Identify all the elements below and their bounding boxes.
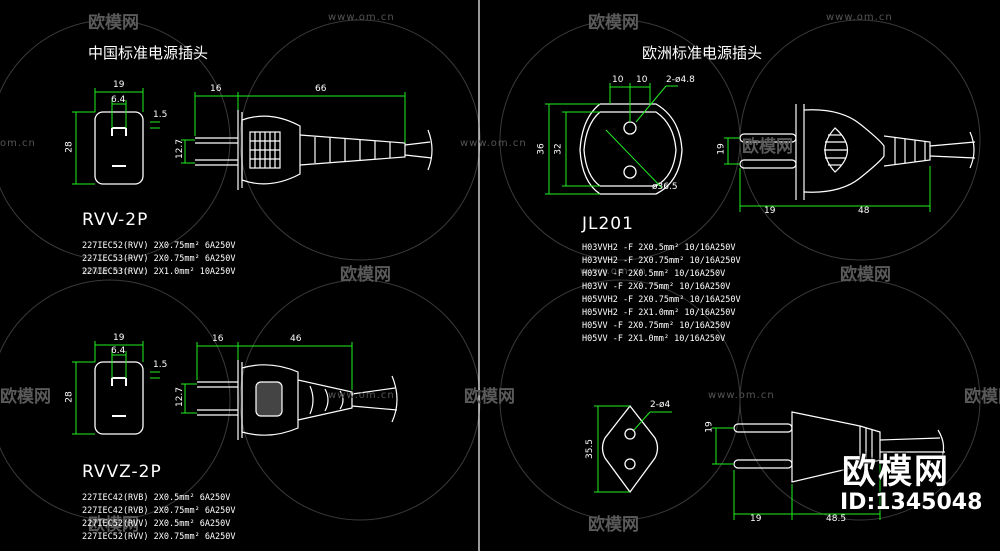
eu-plug1-spec-line: H05VVH2 -F 2X0.75mm² 10/16A250V	[582, 295, 741, 305]
watermark-logo: 欧模网	[742, 137, 793, 157]
eu-plug1-spec-line: H05VVH2 -F 2X1.0mm² 10/16A250V	[582, 308, 736, 318]
watermark-logo: 欧模网	[88, 13, 139, 33]
cn-plug2-front-view	[94, 361, 144, 435]
dim-label: 35.5	[585, 438, 596, 460]
watermark-logo: 欧模网	[840, 265, 891, 285]
dim-label: 6.4	[111, 346, 126, 356]
watermark-logo: 欧模网	[588, 13, 639, 33]
watermark-logo: 欧模网	[464, 387, 515, 407]
cn-plug1-front-view	[94, 111, 144, 185]
dim-label: 48.5	[826, 514, 847, 524]
eu-plug1-spec-line: H05VV -F 2X0.75mm² 10/16A250V	[582, 321, 731, 331]
cn-plug2-spec-line: 227IEC52(RVV) 2X0.75mm² 6A250V	[82, 532, 236, 542]
cn-plug1-front-dims	[72, 88, 160, 185]
cn-plug1-spec-line: 227IEC53(RVV) 2X0.75mm² 6A250V	[82, 254, 236, 264]
watermark-logo: 欧模网	[88, 515, 139, 535]
cn-plug2-side-dims	[181, 342, 353, 414]
cn-plug2-spec-line: 227IEC42(RVB) 2X0.5mm² 6A250V	[82, 493, 231, 503]
watermark-url: www.om.cn	[328, 390, 395, 401]
cn-plug2-spec-line: 227IEC52(RVV) 2X0.5mm² 6A250V	[82, 519, 231, 529]
cn-plug1-side-dims	[181, 92, 406, 164]
eu-plug1-spec-line: H03VVH2 -F 2X0.75mm² 10/16A250V	[582, 256, 741, 266]
cn-plug1-spec-line: 227IEC52(RVV) 2X0.75mm² 6A250V	[82, 241, 236, 251]
eu-plug1-front-dims	[545, 83, 678, 195]
brand-id: ID:1345048	[840, 490, 983, 515]
cn-plug2-front-dims	[72, 341, 160, 435]
brand-logo: 欧模网	[842, 452, 950, 492]
eu-plug2-side-dims	[712, 427, 881, 520]
watermark-logo: 欧模网	[588, 515, 639, 535]
cn-plug2-spec-line: 227IEC42(RVB) 2X0.75mm² 6A250V	[82, 506, 236, 516]
cn-plug2-model: RVVZ-2P	[82, 462, 162, 482]
watermark-url: www.om.cn	[580, 266, 647, 277]
watermark-url: om.cn	[0, 138, 36, 149]
dim-label: 32	[553, 143, 564, 155]
dim-label: 2-ø4	[650, 400, 671, 410]
watermark-url: www.om.cn	[826, 12, 893, 23]
watermark-url: www.om.cn	[708, 390, 775, 401]
dim-label: 10	[612, 75, 624, 85]
dim-label: 2-ø4.8	[666, 75, 695, 85]
dim-label: 28	[64, 391, 75, 403]
cn-plug-section-title: 中国标准电源插头	[88, 44, 209, 62]
dim-label: 16	[212, 334, 224, 344]
watermark-url: www.om.cn	[328, 12, 395, 23]
watermark-url: www.om.cn	[82, 266, 149, 277]
dim-label: 12.7	[175, 138, 186, 160]
watermark-circles	[0, 19, 981, 521]
eu-plug1-front-view	[579, 103, 683, 195]
eu-plug1-side-dims	[724, 137, 931, 212]
dim-label: 48	[858, 206, 870, 216]
dim-label: 1.5	[153, 360, 168, 370]
dim-label: 6.4	[111, 95, 126, 105]
eu-plug1-spec-line: H03VV -F 2X0.75mm² 10/16A250V	[582, 282, 731, 292]
eu-plug2-front-dims	[594, 405, 672, 493]
dim-label: 16	[210, 84, 222, 94]
cn-plug1-model: RVV-2P	[82, 210, 149, 230]
dim-label: 36	[536, 143, 547, 155]
dim-label: 66	[315, 84, 327, 94]
cn-plug1-side-view	[195, 110, 433, 190]
dim-label: 19	[750, 514, 762, 524]
cn-plug1-spec-line: 227IEC53(RVV) 2X1.0mm² 10A250V	[82, 267, 236, 277]
dim-label: 19	[764, 206, 776, 216]
dim-label: 28	[64, 141, 75, 153]
eu-plug1-spec-line: H03VVH2 -F 2X0.5mm² 10/16A250V	[582, 243, 736, 253]
watermark-logo: 欧模网	[964, 387, 1000, 407]
dim-label: 19	[716, 143, 727, 155]
dim-label: 12.7	[175, 386, 186, 408]
eu-plug2-front-view	[601, 404, 659, 494]
dim-label: 1.5	[153, 110, 168, 120]
watermark-logo: 欧模网	[340, 265, 391, 285]
eu-plug1-spec-line: H05VV -F 2X1.0mm² 10/16A250V	[582, 334, 726, 344]
eu-plug1-spec-line: H03VV -F 2X0.5mm² 10/16A250V	[582, 269, 726, 279]
watermark-logo: 欧模网	[0, 387, 51, 407]
dim-label: 19	[704, 421, 715, 433]
dim-label: 19	[113, 80, 125, 90]
dim-label: ø36.5	[652, 182, 678, 192]
watermark-url: www.om.cn	[460, 138, 527, 149]
eu-plug-section-title: 欧洲标准电源插头	[642, 44, 763, 62]
eu-plug1-model: JL201	[582, 214, 634, 234]
dim-label: 10	[636, 75, 648, 85]
cn-plug2-side-view	[197, 360, 398, 440]
dim-label: 19	[113, 333, 125, 343]
dim-label: 46	[290, 334, 302, 344]
